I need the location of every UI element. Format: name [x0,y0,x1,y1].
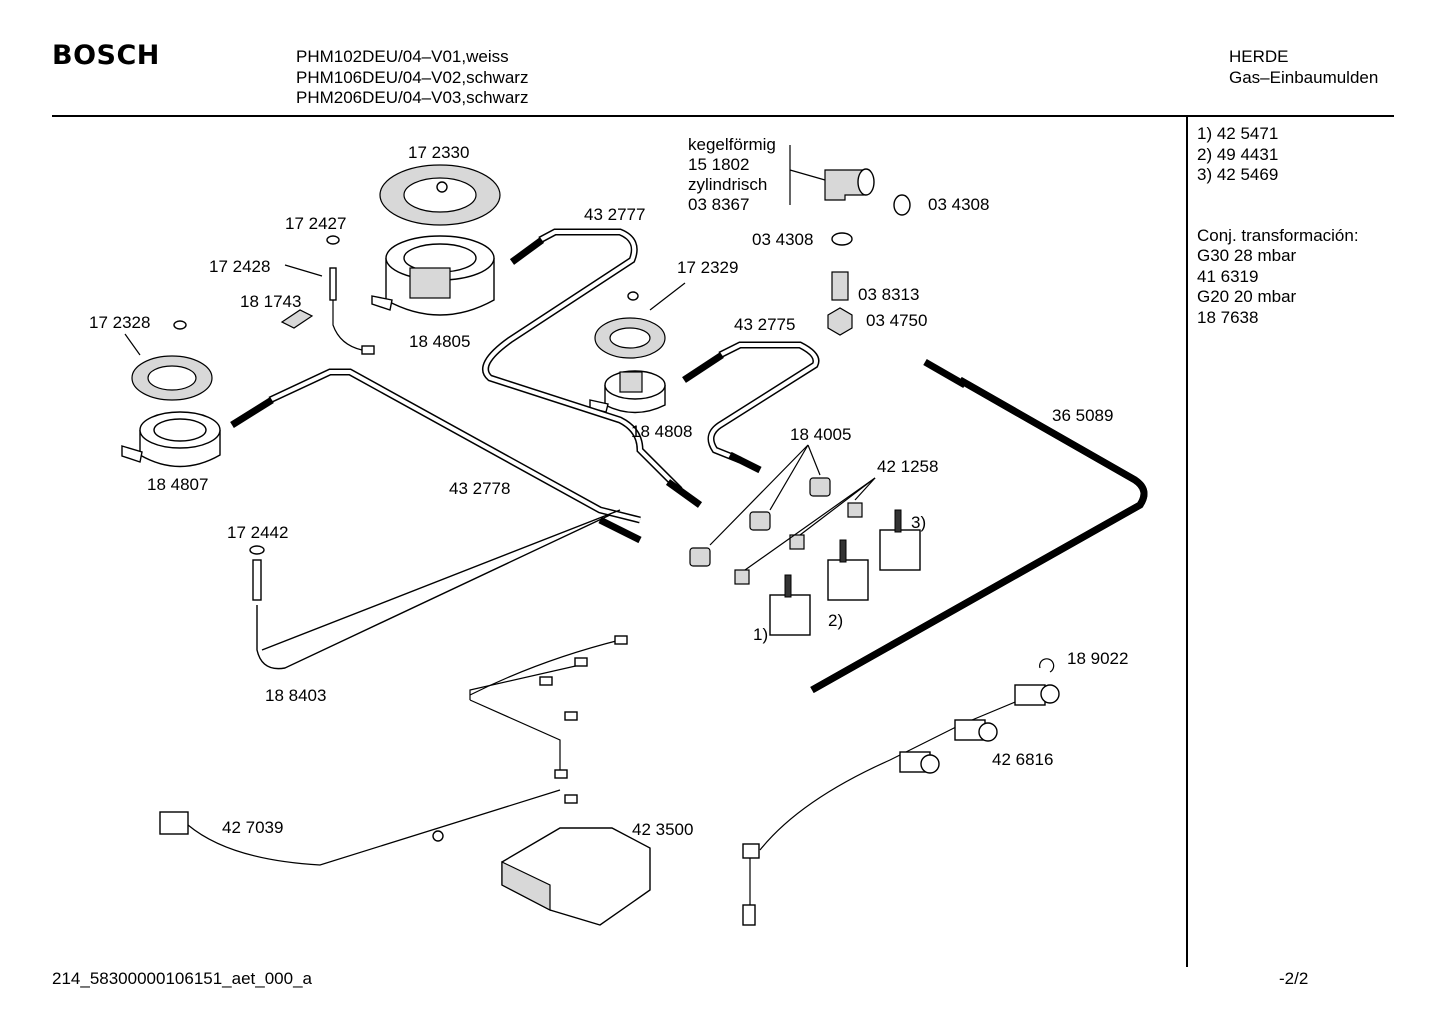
igniter-module-423500 [501,827,651,926]
leader-lines [124,264,686,356]
part-label: 03 4308 [928,195,989,214]
gas-valve-1 [769,574,811,636]
gas-tube-432778 [230,368,642,544]
part-label: 2) [828,611,843,630]
part-label: 15 1802 [688,155,749,174]
part-label: 03 8367 [688,195,749,214]
part-label: 42 3500 [632,820,693,839]
burner-gasket-172329 [594,317,666,359]
part-label: kegelförmig [688,135,776,154]
part-labels: 17 2330 17 2427 17 2428 18 1743 17 2328 … [89,135,1128,839]
part-label: 18 8403 [265,686,326,705]
thermocouple-188403 [249,509,621,670]
gas-tube-432775 [682,341,820,474]
document-id: 214_58300000106151_aet_000_a [52,969,312,988]
part-label: 36 5089 [1052,406,1113,425]
model-line: PHM102DEU/04–V01,weiss [296,47,509,66]
part-label: 03 4308 [752,230,813,249]
ignition-switch-harness-426816 [742,658,1060,926]
part-label: 17 2428 [209,257,270,276]
part-label: 18 1743 [240,292,301,311]
sidebar-notes: 1) 42 5471 2) 49 4431 3) 42 5469 Conj. t… [1197,124,1359,328]
category-block: HERDE Gas–Einbaumulden [1229,47,1378,88]
conversion-line: G20 20 mbar [1197,287,1297,306]
burner-cup-184808 [589,370,666,414]
washer-034308b [831,232,853,246]
model-list: PHM102DEU/04–V01,weiss PHM106DEU/04–V02,… [296,47,528,109]
part-label: 43 2778 [449,479,510,498]
part-label: 42 1258 [877,457,938,476]
part-label: 3) [911,513,926,532]
clip-181743 [280,309,314,329]
screw-172427 [326,235,340,245]
part-label: 18 4805 [409,332,470,351]
burner-gasket-172328 [131,355,213,401]
gas-valve-2 [827,539,869,601]
conversion-line: 41 6319 [1197,266,1259,286]
model-line: PHM206DEU/04–V03,schwarz [296,88,529,107]
page-number: -2/2 [1279,969,1309,988]
part-label: 17 2442 [227,523,288,542]
header-divider [52,115,1394,117]
thermocouple-172428 [329,267,375,355]
burner-cup-184807 [121,411,221,468]
model-line: PHM106DEU/04–V02,schwarz [296,67,529,87]
gas-tube-365089 [810,358,1148,694]
part-label: zylindrisch [688,175,767,194]
nozzle-038313 [831,271,849,301]
valve-ref: 2) 49 4431 [1197,144,1279,164]
part-label: 18 9022 [1067,649,1128,668]
screw-172328 [173,320,187,330]
part-label: 17 2427 [285,214,346,233]
nut-034750 [827,307,853,336]
category: HERDE [1229,47,1289,66]
part-label: 03 8313 [858,285,919,304]
part-label: 43 2775 [734,315,795,334]
brand-logo: BOSCH [52,40,160,71]
part-label: 42 6816 [992,750,1053,769]
part-label: 18 4808 [631,422,692,441]
part-label: 17 2329 [677,258,738,277]
part-label: 1) [753,625,768,644]
injector-set-184005 [689,444,831,567]
valve-ref: 1) 42 5471 [1197,124,1279,143]
conversion-line: 18 7638 [1197,307,1259,327]
burner-gasket-172330 [379,164,501,226]
conversion-line: G30 28 mbar [1197,246,1297,265]
burner-cup-184805 [371,235,495,316]
screw-172329 [627,291,639,301]
conversion-title: Conj. transformación: [1197,225,1359,245]
gas-valve-3 [879,509,921,571]
subcategory: Gas–Einbaumulden [1229,67,1379,87]
part-label: 18 4005 [790,425,851,444]
elbow-fitting [789,145,875,205]
part-label: 42 7039 [222,818,283,837]
valve-screw-421258 [734,477,876,585]
part-label: 03 4750 [866,311,927,330]
wiring-harness-427039 [159,635,628,866]
part-label: 18 4807 [147,475,208,494]
washer-034308a [893,194,911,216]
part-label: 17 2328 [89,313,150,332]
part-label: 17 2330 [408,143,469,162]
part-label: 43 2777 [584,205,645,224]
gas-tube-432777 [482,228,703,508]
valve-ref: 3) 42 5469 [1197,165,1279,184]
sidebar-divider [1186,117,1188,967]
